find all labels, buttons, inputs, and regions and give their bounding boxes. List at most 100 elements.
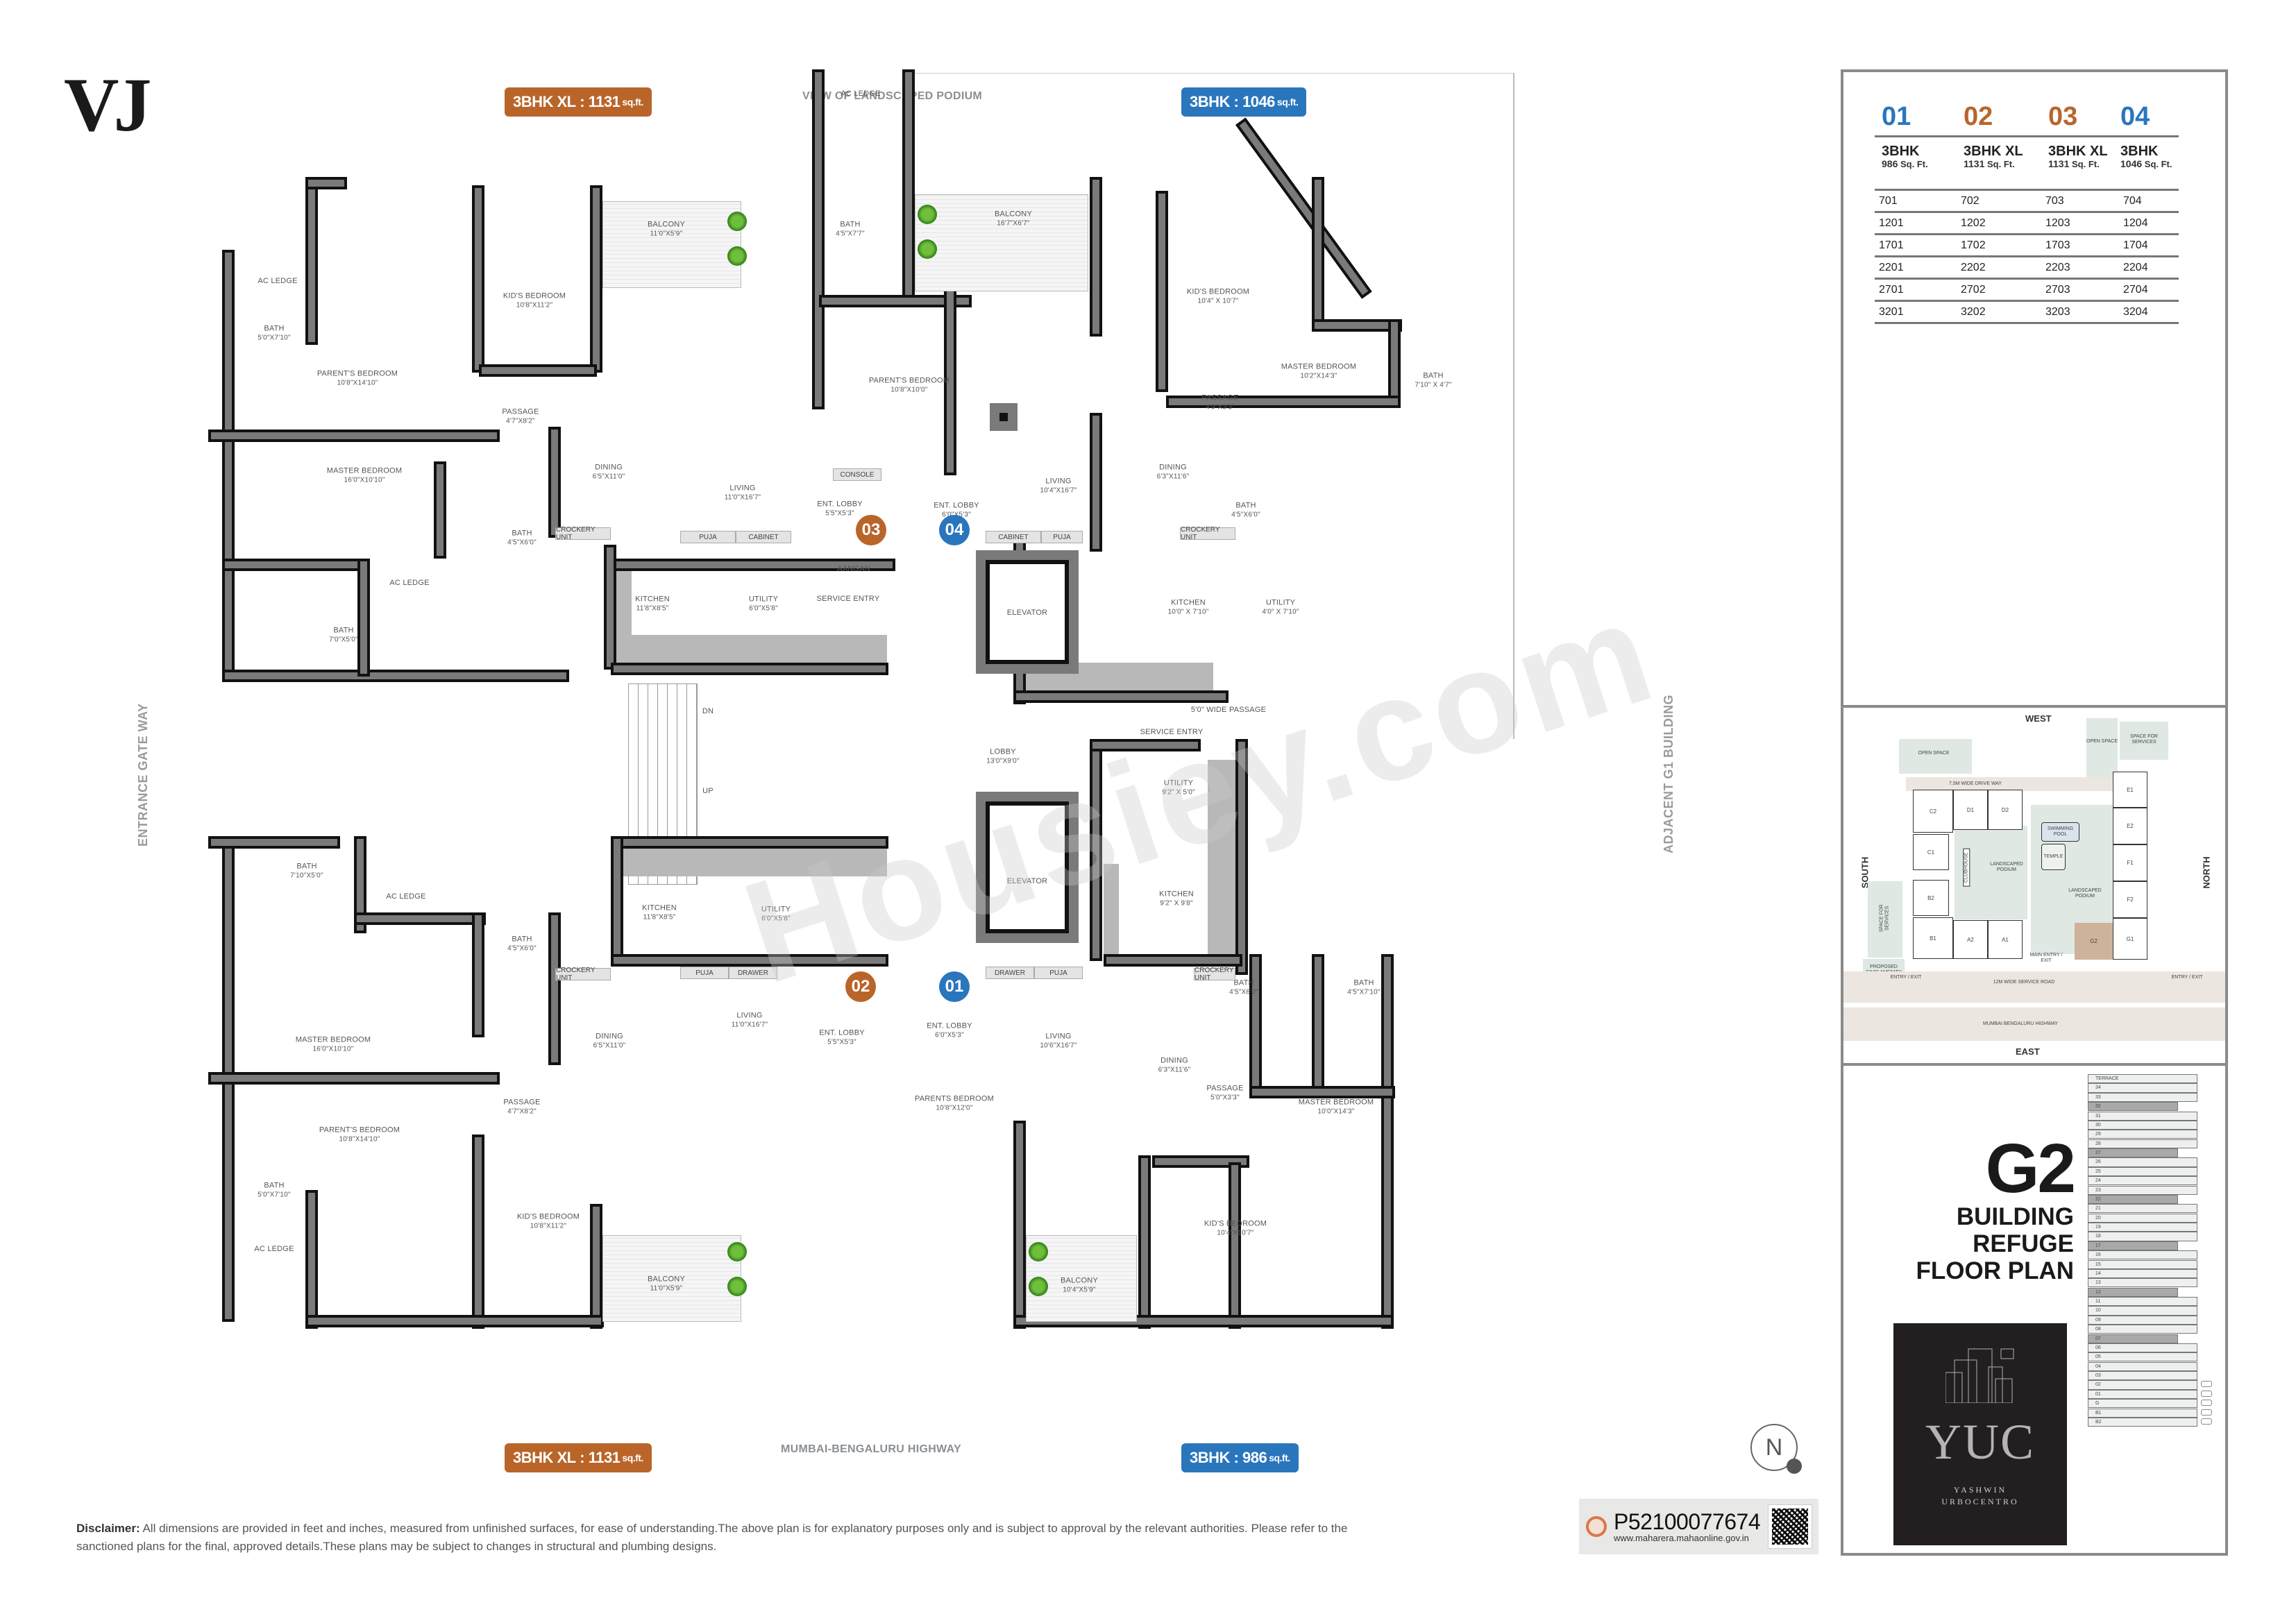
floor-row: B1	[2088, 1408, 2212, 1418]
kitchen-counter	[1208, 760, 1235, 954]
plant-icon	[1029, 1277, 1048, 1296]
temple: TEMPLE	[2041, 844, 2066, 870]
wall	[472, 1135, 484, 1329]
floor-row: 19	[2088, 1223, 2197, 1232]
wall	[1312, 319, 1402, 332]
wall	[1090, 413, 1102, 552]
block-a1: A1	[1988, 920, 2023, 959]
elevator-top	[976, 550, 1079, 674]
wall	[812, 69, 825, 409]
wall	[305, 1190, 318, 1329]
qr-code-icon[interactable]	[1768, 1504, 1812, 1549]
service-road-label: 12M WIDE SERVICE ROAD	[1993, 980, 2055, 985]
pill-unit: sq.ft.	[622, 1452, 643, 1463]
floor-row-refuge: 17	[2088, 1241, 2178, 1250]
title-line-1: BUILDING	[1956, 1203, 2074, 1230]
wall	[611, 954, 888, 967]
highway	[1843, 1008, 2225, 1041]
pill-unit: sq.ft.	[1269, 1452, 1290, 1463]
main-entry-label: MAIN ENTRY / EXIT	[2029, 953, 2063, 964]
car-parking-icon	[2201, 1390, 2212, 1397]
project-logo-name: YUC	[1925, 1414, 2035, 1470]
cabinet-unit: CABINET	[986, 531, 1041, 543]
pill-area: 986	[1242, 1449, 1267, 1466]
unit-number-03: 03	[2048, 102, 2078, 131]
puja-unit: PUJA	[680, 531, 736, 543]
disclaimer-text: All dimensions are provided in feet and …	[76, 1522, 1348, 1553]
block-d2: D2	[1988, 790, 2023, 830]
pill-area: 1131	[588, 93, 621, 110]
floor-row: 21	[2088, 1204, 2197, 1214]
floor-row-refuge: 07	[2088, 1334, 2178, 1343]
wall	[305, 1315, 604, 1327]
floor-row: 26	[2088, 1157, 2197, 1167]
rera-number: P52100077674	[1614, 1509, 1761, 1534]
building-title: G2 BUILDING REFUGE FLOOR PLAN	[1916, 1134, 2076, 1285]
direction-west: WEST	[2025, 713, 2052, 724]
plant-icon	[727, 246, 747, 266]
rera-url[interactable]: www.maharera.mahaonline.gov.in	[1614, 1532, 1749, 1543]
wall	[208, 430, 500, 442]
balcony	[602, 1235, 741, 1322]
unit-badge-04: 04	[939, 515, 970, 545]
passage-label: 5'0" WIDE PASSAGE	[1190, 705, 1267, 714]
pill-type: 3BHK XL	[513, 93, 576, 110]
services-label: SPACE FOR SERVICES	[2130, 734, 2158, 745]
wall	[222, 670, 569, 682]
wall	[590, 1204, 602, 1329]
pill-type: 3BHK	[1190, 1449, 1230, 1466]
wall	[472, 912, 484, 1037]
crockery-unit: CROCKERY UNIT	[555, 967, 611, 982]
spacer	[990, 403, 1018, 431]
wall	[305, 185, 318, 345]
floor-row: 05	[2088, 1352, 2197, 1362]
plant-icon	[727, 1277, 747, 1296]
floor-row-refuge: 22	[2088, 1194, 2178, 1205]
kitchen-counter	[616, 635, 887, 663]
room-ac-ledge: AC LEDGE	[389, 578, 430, 587]
crockery-unit: CROCKERY UNIT	[1194, 967, 1235, 982]
floor-row-refuge: 27	[2088, 1148, 2178, 1158]
unit-badge-01: 01	[939, 971, 970, 1002]
wall	[902, 69, 915, 305]
block-g1: G1	[2113, 918, 2147, 960]
project-logo: YUC YASHWIN URBOCENTRO	[1893, 1323, 2067, 1545]
driveway-label: 7.5M WIDE DRIVE WAY	[1948, 781, 2002, 786]
block-c2: C2	[1913, 790, 1953, 833]
floor-row: 06	[2088, 1343, 2197, 1353]
disclaimer-label: Disclaimer:	[76, 1522, 140, 1535]
floor-row: B2	[2088, 1417, 2212, 1427]
direction-east: EAST	[2016, 1046, 2040, 1057]
wall	[1090, 739, 1102, 961]
wall	[1249, 954, 1262, 1093]
